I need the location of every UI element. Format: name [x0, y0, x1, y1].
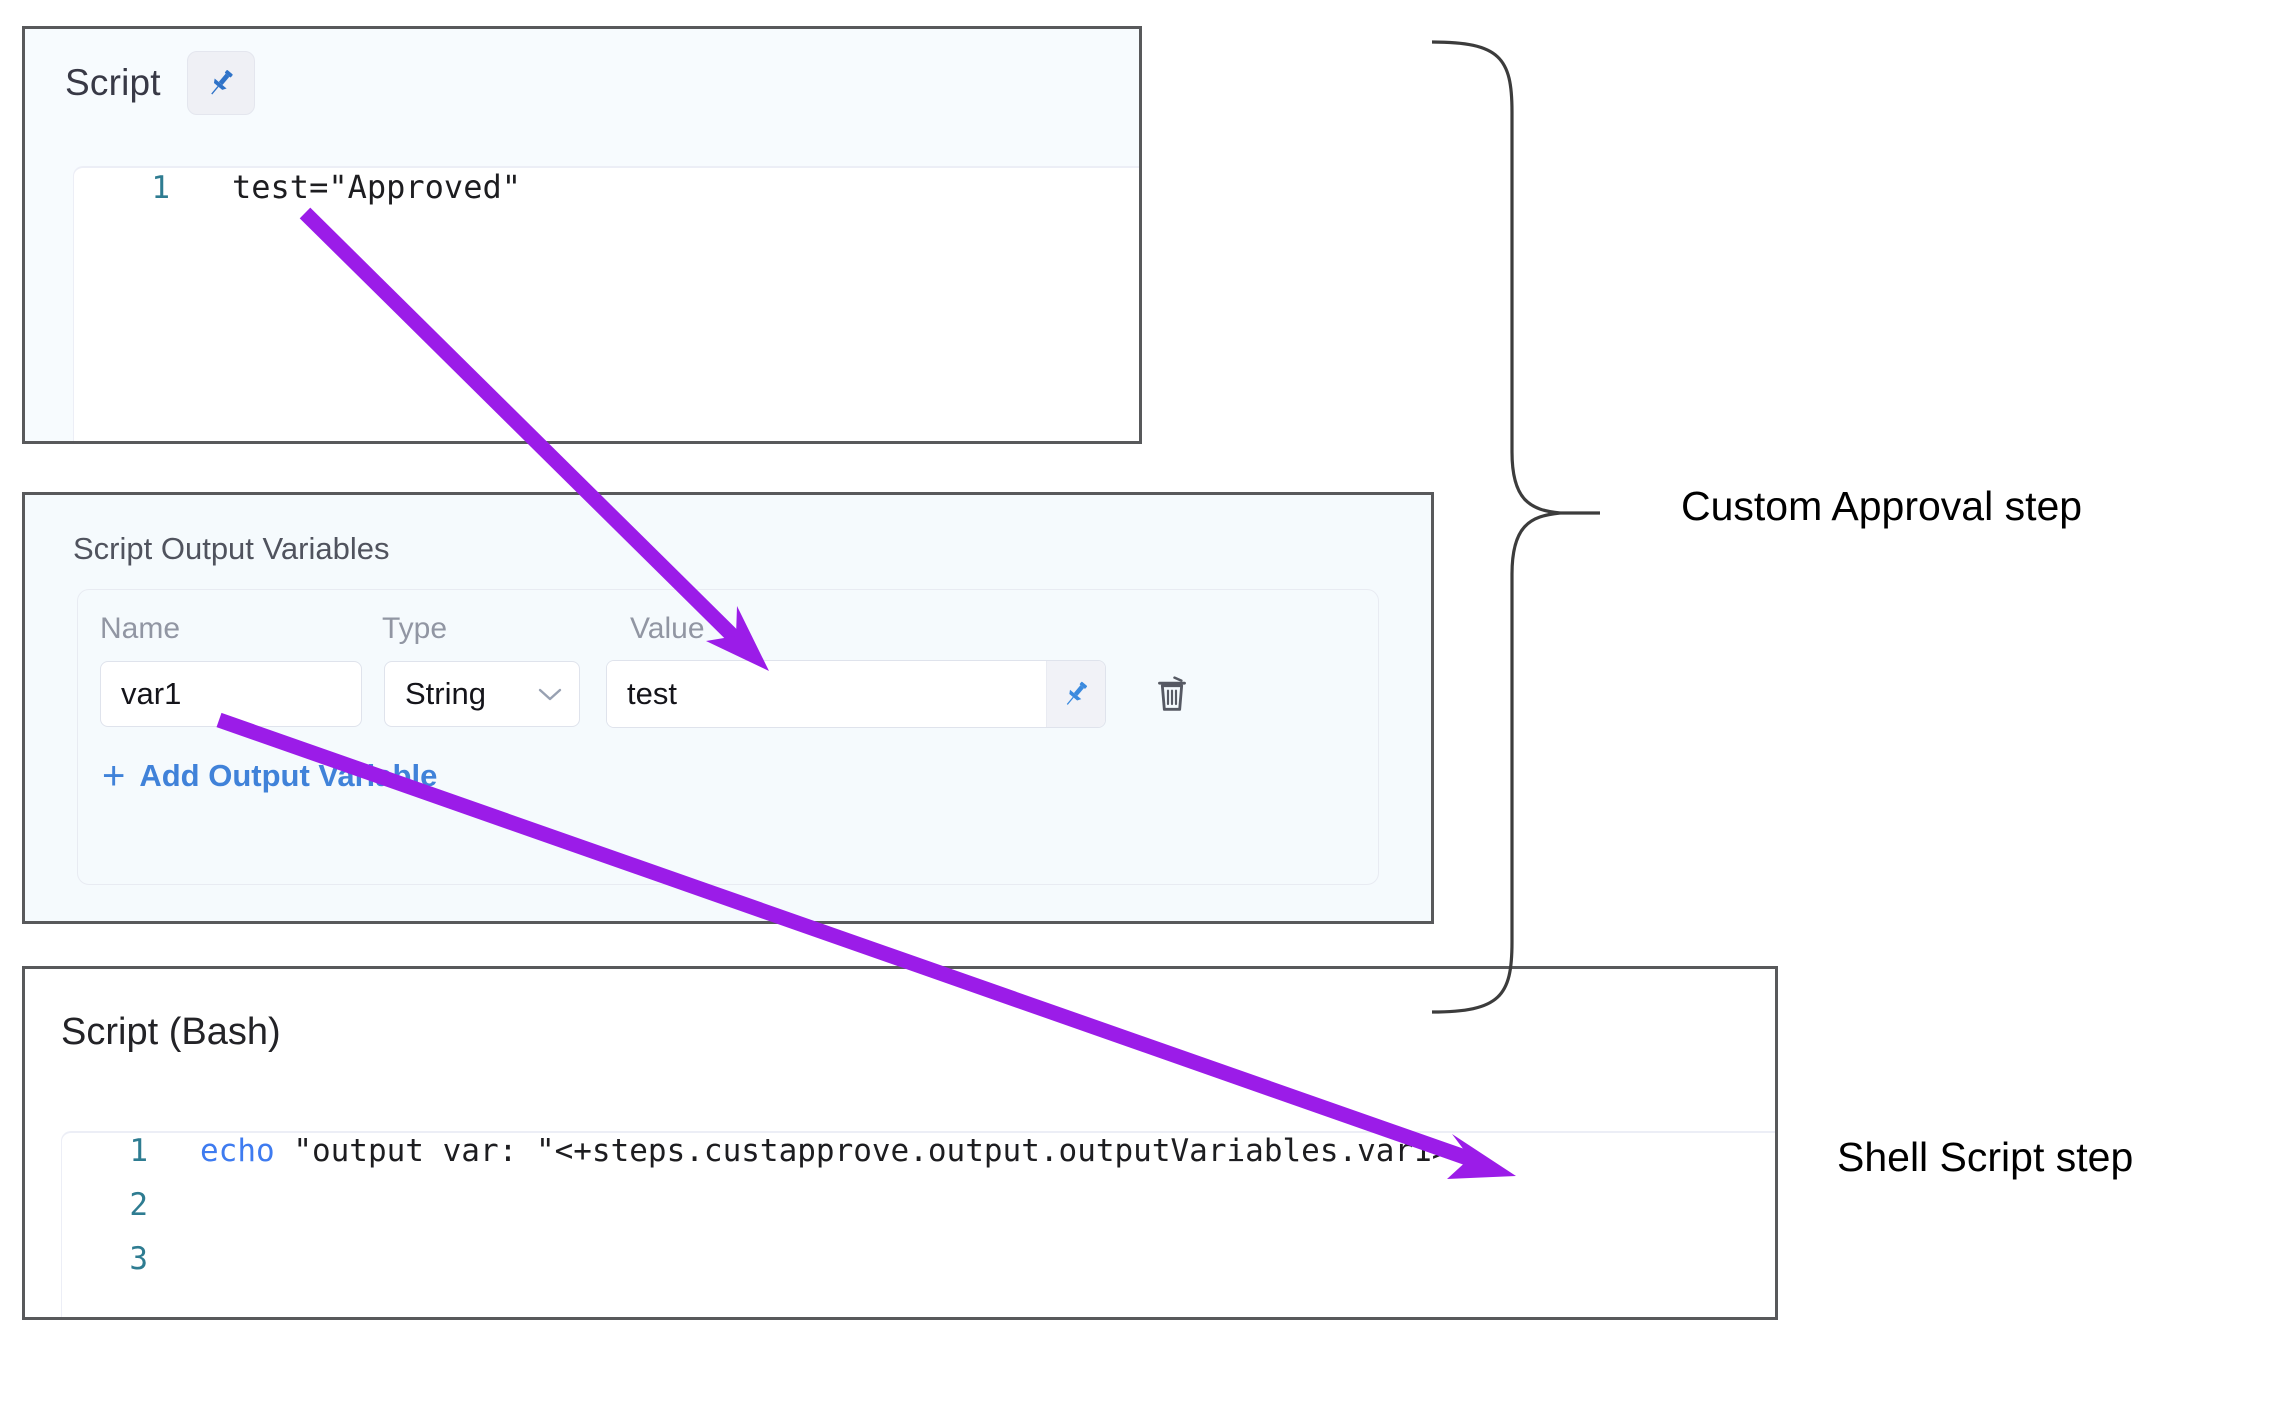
- variable-name-input[interactable]: var1: [100, 661, 362, 727]
- variable-value-field-group: test: [606, 660, 1106, 728]
- script-panel: Script 1 test="Approved": [22, 26, 1142, 444]
- annotation-label-shell-script: Shell Script step: [1837, 1134, 2134, 1180]
- code-line: 2: [62, 1187, 1775, 1241]
- variable-type-select[interactable]: String: [384, 661, 580, 727]
- column-header-name: Name: [100, 612, 181, 645]
- code-text: echo "output var: "<+steps.custapprove.o…: [200, 1133, 1450, 1169]
- line-number: 1: [129, 1133, 148, 1169]
- column-header-value: Value: [630, 612, 705, 645]
- code-line: 1 echo "output var: "<+steps.custapprove…: [62, 1133, 1775, 1187]
- bash-panel-title: Script (Bash): [61, 1011, 281, 1053]
- code-line: 3: [62, 1241, 1775, 1295]
- column-header-type: Type: [382, 612, 448, 645]
- annotation-label-custom-approval: Custom Approval step: [1681, 483, 2083, 529]
- bash-code-editor[interactable]: 1 echo "output var: "<+steps.custapprove…: [61, 1131, 1775, 1317]
- shell-script-panel: Script (Bash) 1 echo "output var: "<+ste…: [22, 966, 1778, 1320]
- add-output-variable-label: Add Output Variable: [139, 758, 438, 793]
- line-number: 2: [129, 1187, 148, 1223]
- script-code-editor[interactable]: 1 test="Approved": [73, 166, 1139, 441]
- code-keyword: echo: [200, 1133, 275, 1169]
- output-variables-title: Script Output Variables: [73, 531, 390, 566]
- code-rest: "output var: "<+steps.custapprove.output…: [274, 1133, 1451, 1169]
- trash-icon[interactable]: [1148, 668, 1196, 720]
- code-text: test="Approved": [232, 168, 521, 206]
- script-output-variables-panel: Script Output Variables Name Type Value …: [22, 492, 1434, 924]
- line-number: 1: [151, 170, 170, 206]
- code-line: 1 test="Approved": [74, 168, 1139, 220]
- curly-brace: [1431, 40, 1561, 1014]
- table-row: var1 String test: [78, 646, 1378, 728]
- script-panel-header: Script: [25, 29, 1139, 115]
- add-output-variable-button[interactable]: + Add Output Variable: [78, 728, 1378, 798]
- chevron-down-icon: [537, 681, 563, 707]
- pin-icon[interactable]: [186, 51, 255, 115]
- variable-type-value: String: [405, 676, 486, 711]
- variable-value-input[interactable]: test: [607, 661, 1046, 727]
- page-title: Script: [65, 62, 161, 103]
- table-header-row: Name Type Value: [78, 590, 1378, 646]
- line-number: 3: [129, 1241, 148, 1277]
- pin-icon[interactable]: [1046, 661, 1105, 727]
- plus-icon: +: [102, 754, 126, 798]
- output-variables-card: Name Type Value var1 String test: [77, 589, 1379, 885]
